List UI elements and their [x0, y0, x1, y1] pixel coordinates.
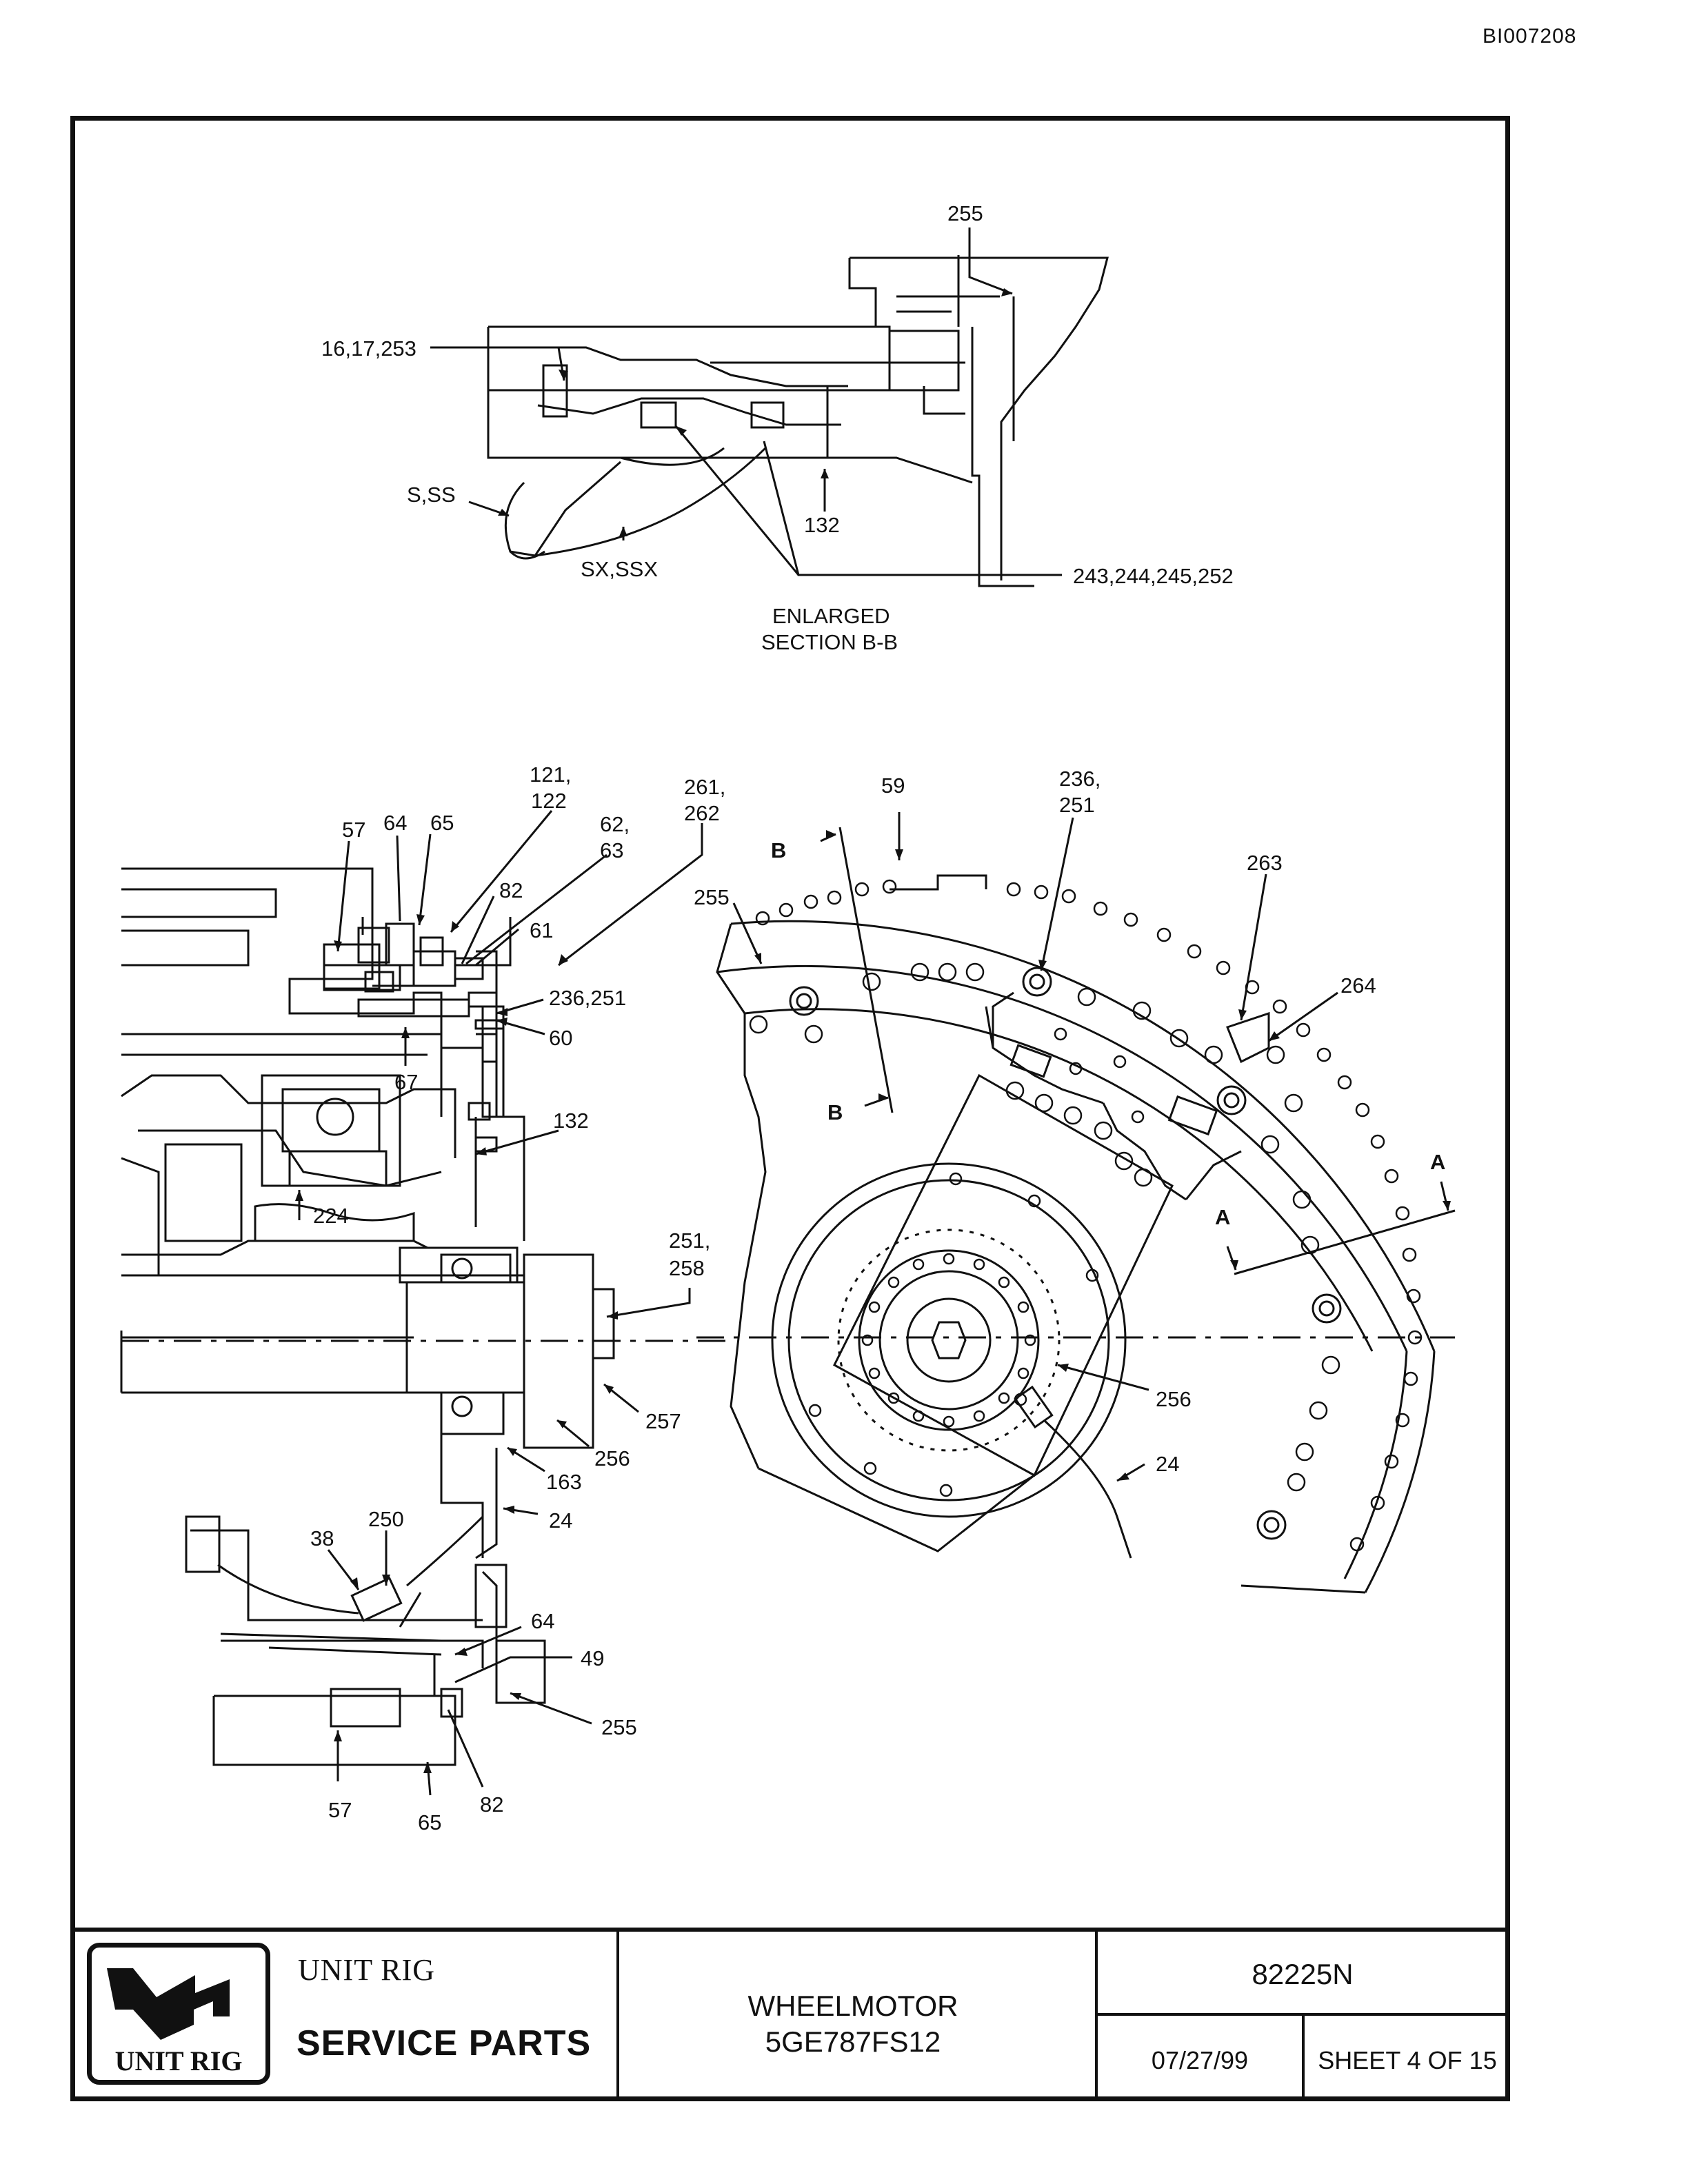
callout-67: 67	[394, 1070, 418, 1094]
front-view-drawing	[696, 827, 1456, 1594]
callout-57-bottom: 57	[328, 1798, 352, 1822]
callout-250: 250	[368, 1507, 404, 1531]
sheet-frame	[70, 116, 1510, 2101]
title-block-divider	[1302, 2013, 1305, 2101]
title-block-divider	[616, 1928, 619, 2101]
callout-24-front: 24	[1156, 1452, 1179, 1476]
callout-261: 261,	[684, 775, 725, 799]
part-title-line1: WHEELMOTOR	[747, 1990, 958, 2022]
callout-82-bottom: 82	[480, 1792, 503, 1817]
callout-65-bottom: 65	[418, 1810, 441, 1834]
title-block-top-rule	[70, 1928, 1510, 1932]
callout-38: 38	[310, 1526, 334, 1550]
callout-65-top: 65	[430, 811, 454, 835]
callout-60: 60	[549, 1026, 572, 1050]
callout-258: 258	[669, 1256, 705, 1280]
section-bb-drawing	[487, 255, 1109, 587]
document-id: BI007208	[1483, 25, 1577, 48]
callout-64-top: 64	[383, 811, 407, 835]
callout-sx-ssx: SX,SSX	[581, 557, 658, 581]
logo-mark-icon: UNIT RIG	[107, 1968, 243, 2076]
callout-262: 262	[684, 801, 720, 825]
callout-122: 122	[531, 789, 567, 813]
callout-82-top: 82	[499, 878, 523, 902]
callout-64-bottom: 64	[531, 1609, 554, 1633]
callout-257: 257	[645, 1409, 681, 1433]
callout-264: 264	[1340, 973, 1376, 998]
callout-255-front: 255	[694, 885, 730, 909]
leader-arrows	[295, 288, 1451, 1773]
section-mark-a-left: A	[1215, 1205, 1230, 1229]
callout-251: 251,	[669, 1228, 710, 1253]
section-mark-b-top: B	[771, 838, 786, 862]
callout-236-front: 236,	[1059, 767, 1101, 791]
part-title-line2: 5GE787FS12	[765, 2025, 941, 2058]
sheet-number: SHEET 4 OF 15	[1318, 2046, 1497, 2074]
callout-59: 59	[881, 774, 905, 798]
callout-256-front: 256	[1156, 1387, 1192, 1411]
department-name: SERVICE PARTS	[297, 2023, 592, 2063]
logo-text: UNIT RIG	[115, 2045, 243, 2076]
callout-243-244-245-252: 243,244,245,252	[1073, 564, 1234, 588]
drawing-date: 07/27/99	[1151, 2046, 1249, 2074]
section-mark-a-right: A	[1430, 1150, 1445, 1174]
side-section-drawing	[120, 867, 731, 1766]
callout-57-top: 57	[342, 818, 365, 842]
callout-62: 62,	[600, 812, 630, 836]
callout-255-top: 255	[947, 201, 983, 225]
callout-132-section: 132	[804, 513, 840, 537]
callout-224: 224	[313, 1204, 349, 1228]
callout-16-17-253: 16,17,253	[321, 336, 416, 361]
section-mark-b-bottom: B	[827, 1100, 843, 1124]
callout-24-side: 24	[549, 1508, 572, 1533]
callout-labels: 255 16,17,253 S,SS 132 SX,SSX 243,244,24…	[310, 201, 1445, 1834]
section-title-line1: ENLARGED	[772, 604, 890, 628]
callout-61: 61	[530, 918, 553, 942]
callout-255-bottom: 255	[601, 1715, 637, 1739]
title-block: UNIT RIG UNIT RIG SERVICE PARTS WHEELMOT…	[70, 1928, 1510, 2101]
company-name: UNIT RIG	[298, 1953, 436, 1987]
part-title: WHEELMOTOR 5GE787FS12	[619, 1988, 1087, 2060]
callout-121: 121,	[530, 762, 571, 787]
drawing-number: 82225N	[1252, 1958, 1354, 1990]
callout-163: 163	[546, 1470, 582, 1494]
leaders-side-section	[298, 810, 703, 1796]
unit-rig-logo: UNIT RIG	[87, 1943, 270, 2085]
leaders-front-view	[732, 812, 1449, 1482]
callout-s-ss: S,SS	[407, 483, 456, 507]
callout-251-front: 251	[1059, 793, 1095, 817]
callout-132-side: 132	[553, 1109, 589, 1133]
callout-256-side: 256	[594, 1446, 630, 1470]
callout-49: 49	[581, 1646, 604, 1670]
leaders-section-bb	[430, 228, 1062, 576]
callout-236-251-side: 236,251	[549, 986, 626, 1010]
section-title-line2: SECTION B-B	[761, 630, 898, 654]
callout-63: 63	[600, 838, 623, 862]
callout-263: 263	[1247, 851, 1283, 875]
